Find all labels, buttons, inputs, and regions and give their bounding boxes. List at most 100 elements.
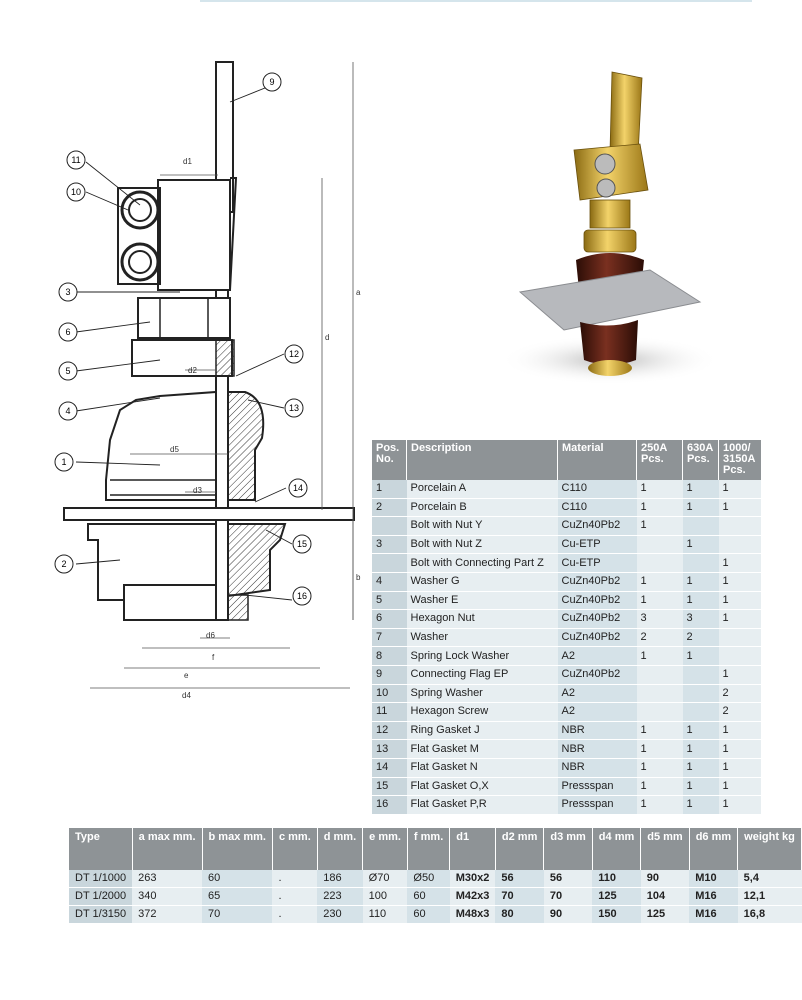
svg-text:4: 4 <box>65 406 70 416</box>
table-cell: 4 <box>372 572 407 592</box>
table-cell: 1 <box>636 758 683 778</box>
svg-text:11: 11 <box>71 155 80 165</box>
product-rendering <box>500 71 720 385</box>
table-cell: C110 <box>557 480 637 499</box>
table-cell: CuZn40Pb2 <box>557 628 637 648</box>
column-header: weight kg <box>737 828 802 870</box>
table-cell: 3 <box>636 609 683 629</box>
callout-15: 15 <box>292 534 312 554</box>
callout-5: 5 <box>58 361 78 381</box>
table-cell <box>636 665 683 685</box>
table-cell: Cu-ETP <box>557 535 637 555</box>
table-cell <box>682 665 719 685</box>
table-cell: NBR <box>557 721 637 741</box>
callout-10: 10 <box>66 182 86 202</box>
column-header: a max mm. <box>132 828 203 870</box>
table-cell: CuZn40Pb2 <box>557 591 637 611</box>
table-cell: 104 <box>640 887 690 906</box>
table-cell: 1 <box>636 516 683 536</box>
column-header: e mm. <box>362 828 408 870</box>
table-cell: Cu-ETP <box>557 553 637 573</box>
table-cell: Ø50 <box>407 870 450 888</box>
dim-d3: d3 <box>193 486 202 495</box>
table-cell <box>682 702 719 722</box>
table-cell <box>718 628 761 648</box>
table-cell: 80 <box>495 905 544 924</box>
table-cell: 12 <box>372 721 407 741</box>
table-cell: M10 <box>689 870 738 888</box>
dim-d6: d6 <box>206 631 215 640</box>
technical-drawing: d1 d2 d3 d5 d6 f e d4 a d b 9 11 10 3 6 … <box>54 61 361 700</box>
table-cell: Bolt with Nut Z <box>406 535 558 555</box>
flag-render <box>609 71 643 156</box>
table-cell: 13 <box>372 739 407 759</box>
table-cell: 16,8 <box>737 905 802 924</box>
callout-1: 1 <box>54 452 74 472</box>
dim-d1: d1 <box>183 157 192 166</box>
header-630a: 630A Pcs. <box>682 440 719 480</box>
dim-d5: d5 <box>170 445 179 454</box>
table-cell: 1 <box>682 591 719 611</box>
table-cell: 125 <box>640 905 690 924</box>
table-cell: 2 <box>718 684 761 704</box>
table-cell: Pressspan <box>557 777 637 797</box>
callout-14: 14 <box>288 478 308 498</box>
callout-6: 6 <box>58 322 78 342</box>
table-cell: 12,1 <box>737 887 802 906</box>
table-cell: 1 <box>682 795 719 815</box>
svg-text:15: 15 <box>297 539 307 549</box>
table-cell <box>682 553 719 573</box>
table-cell <box>718 535 761 555</box>
table-cell: 1 <box>636 572 683 592</box>
table-cell: DT 1/2000 <box>69 887 133 906</box>
callout-group: 9 11 10 3 6 5 4 1 12 13 14 15 16 2 <box>54 72 312 606</box>
table-cell: 1 <box>636 739 683 759</box>
dim-d4: d4 <box>182 691 191 700</box>
header-pos: Pos. No. <box>372 440 407 480</box>
table-cell: A2 <box>557 702 637 722</box>
table-cell: 90 <box>640 870 690 888</box>
column-header: c mm. <box>272 828 318 870</box>
table-cell: 56 <box>543 870 593 888</box>
table-cell: 60 <box>407 887 450 906</box>
table-cell: 1 <box>718 498 761 518</box>
table-cell: A2 <box>557 684 637 704</box>
callout-11: 11 <box>66 150 86 170</box>
table-cell <box>718 646 761 666</box>
table-cell <box>372 516 407 536</box>
table-cell: CuZn40Pb2 <box>557 572 637 592</box>
table-cell: M42x3 <box>449 887 496 906</box>
table-cell: 230 <box>317 905 363 924</box>
table-cell: 8 <box>372 646 407 666</box>
table-cell: 3 <box>372 535 407 555</box>
table-cell <box>636 553 683 573</box>
table-cell: Flat Gasket N <box>406 758 558 778</box>
table-cell: 1 <box>682 498 719 518</box>
svg-text:5: 5 <box>65 366 70 376</box>
table-cell: Flat Gasket P,R <box>406 795 558 815</box>
table-cell: 7 <box>372 628 407 648</box>
dim-d2: d2 <box>188 366 197 375</box>
hexagon-nut <box>137 297 231 339</box>
column-header: f mm. <box>407 828 451 870</box>
table-cell: Bolt with Connecting Part Z <box>406 553 558 573</box>
table-cell: 223 <box>317 887 363 906</box>
table-cell: NBR <box>557 758 637 778</box>
callout-12: 12 <box>284 344 304 364</box>
callout-4: 4 <box>58 401 78 421</box>
table-cell: 1 <box>718 665 761 685</box>
table-cell <box>636 535 683 555</box>
header-1000a: 1000/ 3150A Pcs. <box>718 440 761 480</box>
table-cell: 16 <box>372 795 407 815</box>
column-header: d2 mm <box>495 828 545 870</box>
table-cell: Washer <box>406 628 558 648</box>
svg-text:2: 2 <box>61 559 66 569</box>
